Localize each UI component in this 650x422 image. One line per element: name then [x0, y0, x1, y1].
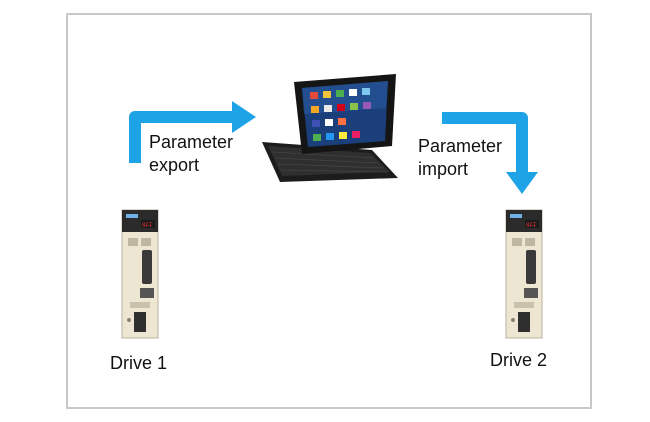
drive-2-icon: 8FF: [505, 209, 543, 339]
svg-text:8FF: 8FF: [142, 222, 153, 229]
import-label-line2: import: [418, 159, 469, 179]
svg-text:8FF: 8FF: [526, 222, 537, 229]
import-arrow-icon: [442, 112, 538, 194]
tablet-with-keyboard-icon: [262, 74, 398, 182]
drive-1-icon: 8FF: [121, 209, 159, 339]
export-label-line1: Parameter: [149, 132, 234, 152]
export-label-line2: export: [149, 155, 200, 175]
drive-1-label: Drive 1: [110, 353, 168, 373]
export-arrow-icon: [129, 101, 256, 163]
drive-2-label: Drive 2: [490, 350, 548, 370]
app-icons: [310, 88, 371, 141]
import-label-line1: Parameter: [418, 136, 503, 156]
